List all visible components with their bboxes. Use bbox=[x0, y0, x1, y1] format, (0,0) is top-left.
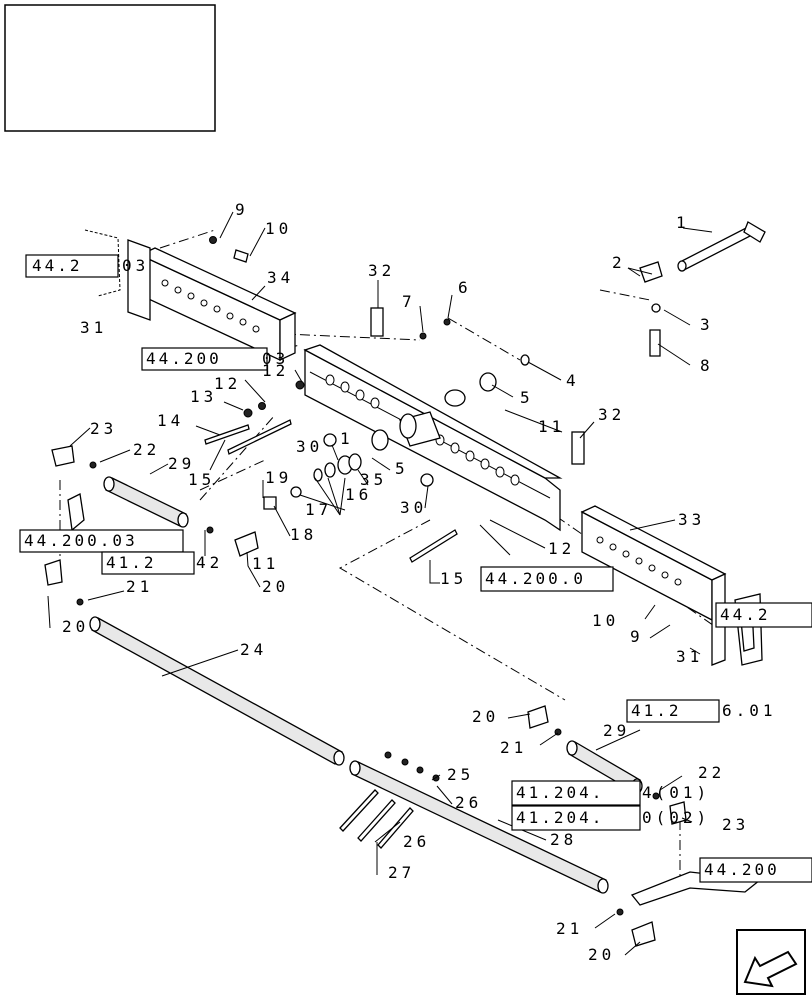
callout-20b: 20 bbox=[62, 617, 89, 636]
callout-21b: 21 bbox=[500, 738, 527, 757]
callout-11: 11 bbox=[538, 417, 565, 436]
callout-33: 33 bbox=[678, 510, 705, 529]
ref-41-204-02[interactable]: 41.204. bbox=[516, 808, 604, 827]
callout-3: 3 bbox=[700, 315, 714, 334]
callout-27: 27 bbox=[388, 863, 415, 882]
lower-cylinder bbox=[349, 760, 624, 916]
ref-44-200-0[interactable]: 44.200.0 bbox=[485, 569, 586, 588]
left-extension-tube bbox=[127, 239, 297, 362]
callout-11b: 11 bbox=[252, 554, 279, 573]
ref-left-tail: 03 bbox=[122, 256, 149, 275]
callout-29: 29 bbox=[168, 454, 195, 473]
callout-5: 5 bbox=[520, 388, 534, 407]
callout-30: 30 bbox=[296, 437, 323, 456]
ref-41-2-right[interactable]: 41.2 bbox=[631, 701, 682, 720]
callout-20c: 20 bbox=[472, 707, 499, 726]
title-block-frame bbox=[4, 4, 216, 132]
callout-20: 20 bbox=[262, 577, 289, 596]
callout-2: 2 bbox=[612, 253, 626, 272]
callout-20d: 20 bbox=[588, 945, 615, 964]
ref-41-204-02-tail: 0(02) bbox=[642, 808, 710, 827]
ref-41-2-tail: 42 bbox=[196, 553, 223, 572]
callout-29b: 29 bbox=[603, 721, 630, 740]
callout-18: 18 bbox=[290, 525, 317, 544]
pin-clip-and-bolt bbox=[639, 261, 663, 357]
callout-4b: 1 bbox=[340, 429, 354, 448]
callout-15b: 15 bbox=[440, 569, 467, 588]
callout-6: 6 bbox=[458, 278, 472, 297]
ref-44-200-upper[interactable]: 44.200 bbox=[146, 349, 222, 368]
ref-41-2-left[interactable]: 41.2 bbox=[106, 553, 157, 572]
callout-17: 17 bbox=[305, 500, 332, 519]
ref-44-2-left[interactable]: 44.2 bbox=[32, 256, 83, 275]
callout-24: 24 bbox=[240, 640, 267, 659]
ref-44-200-03[interactable]: 44.200.03 bbox=[24, 531, 138, 550]
callout-13: 13 bbox=[190, 387, 217, 406]
callout-12: 12 bbox=[262, 361, 289, 380]
ref-upper-tail: 03 bbox=[262, 349, 289, 368]
callout-8: 8 bbox=[700, 356, 714, 375]
callout-4: 4 bbox=[566, 371, 580, 390]
callout-25: 25 bbox=[447, 765, 474, 784]
center-fasteners bbox=[206, 526, 259, 557]
callout-23b: 23 bbox=[722, 815, 749, 834]
callout-21c: 21 bbox=[556, 919, 583, 938]
callout-30b: 30 bbox=[400, 498, 427, 517]
callout-22b: 22 bbox=[698, 763, 725, 782]
decals bbox=[370, 307, 585, 465]
callout-26: 26 bbox=[455, 793, 482, 812]
callout-labels: 9 10 34 31 32 7 6 1 2 3 8 4 5 32 11 12 1… bbox=[62, 200, 749, 964]
callout-16: 16 bbox=[345, 485, 372, 504]
reference-boxes bbox=[19, 254, 812, 883]
right-rod-end bbox=[527, 705, 656, 947]
callout-28: 28 bbox=[550, 830, 577, 849]
pivot-boss bbox=[399, 389, 466, 447]
long-tie-rod bbox=[89, 616, 345, 766]
callout-21: 21 bbox=[126, 577, 153, 596]
callout-31: 31 bbox=[80, 318, 107, 337]
ref-41-2-right-tail: 6.01 bbox=[722, 701, 777, 720]
left-hitch-sketch bbox=[84, 229, 121, 297]
callout-10b: 10 bbox=[592, 611, 619, 630]
ref-41-204-01-tail: 4(01) bbox=[642, 783, 710, 802]
callout-32b: 32 bbox=[598, 405, 625, 424]
callout-7: 7 bbox=[402, 292, 416, 311]
callout-9b: 9 bbox=[630, 627, 644, 646]
callout-34: 34 bbox=[267, 268, 294, 287]
right-tube-holes bbox=[596, 536, 682, 586]
callout-10: 10 bbox=[265, 219, 292, 238]
callout-22: 22 bbox=[133, 440, 160, 459]
callout-19: 19 bbox=[265, 468, 292, 487]
left-tube-holes bbox=[161, 279, 260, 333]
callout-26b: 26 bbox=[403, 832, 430, 851]
leader-lines bbox=[47, 211, 713, 956]
callout-1: 1 bbox=[676, 213, 690, 232]
left-tie-rod-end bbox=[44, 445, 97, 606]
callout-12c: 12 bbox=[548, 539, 575, 558]
ref-44-200-lower[interactable]: 44.200 bbox=[704, 860, 780, 879]
ref-41-204-01[interactable]: 41.204. bbox=[516, 783, 604, 802]
bushings bbox=[313, 354, 530, 482]
callout-12b: 12 bbox=[214, 374, 241, 393]
callout-32: 32 bbox=[368, 261, 395, 280]
right-extension-tube bbox=[580, 505, 727, 666]
back-arrow-icon[interactable] bbox=[736, 929, 806, 995]
cylinder-bolts bbox=[339, 751, 440, 849]
callout-9: 9 bbox=[235, 200, 249, 219]
callout-35: 35 bbox=[360, 470, 387, 489]
left-short-tube bbox=[103, 476, 189, 528]
callout-23: 23 bbox=[90, 419, 117, 438]
callout-5b: 5 bbox=[395, 459, 409, 478]
callout-31b: 31 bbox=[676, 647, 703, 666]
callout-15: 15 bbox=[188, 470, 215, 489]
pin-part bbox=[677, 221, 766, 272]
callout-14: 14 bbox=[157, 411, 184, 430]
ref-44-2-right[interactable]: 44.2 bbox=[720, 605, 771, 624]
fasteners bbox=[204, 236, 458, 563]
